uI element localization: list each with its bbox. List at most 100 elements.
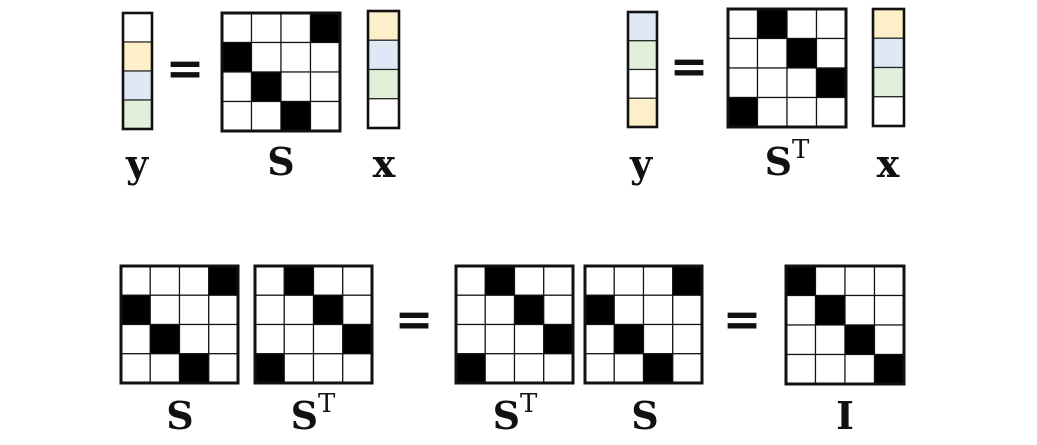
matrix-s-bottom-2-cell [672, 353, 703, 384]
matrix-s-bottom-2-cell [584, 294, 615, 326]
label-st-bottom-2-superscript: T [520, 389, 538, 419]
equals-sign-row1-left: = [166, 41, 205, 95]
matrix-s-bottom-2-cell [613, 265, 645, 296]
matrix-st-bottom-1-cell [312, 323, 344, 355]
matrix-st-top-cell [756, 37, 788, 69]
label-st-top-superscript: T [792, 135, 810, 165]
matrix-st-bottom-2-cell [484, 323, 516, 355]
vector-y-left-cell [122, 41, 153, 72]
matrix-s-top-cell [280, 41, 312, 73]
matrix-identity-cell [873, 324, 905, 356]
matrix-st-top-cell [786, 8, 818, 40]
matrix-s-top-cell [250, 100, 282, 132]
matrix-st-bottom-2-cell [513, 265, 545, 296]
matrix-st-top-cell [727, 8, 759, 40]
matrix-st-top-cell [815, 96, 847, 128]
matrix-s-bottom-1-cell [208, 294, 239, 326]
matrix-s-bottom-1-cell [149, 294, 181, 326]
matrix-st-bottom-1-cell [254, 323, 285, 355]
matrix-s-bottom-1-cell [120, 323, 151, 355]
matrix-s-bottom-1-cell [120, 294, 151, 326]
matrix-st-bottom-1-cell [342, 294, 373, 326]
vector-y-right-cell [627, 11, 658, 42]
label-st-bottom-1-superscript: T [318, 389, 336, 419]
matrix-s-top-cell [280, 12, 312, 44]
matrix-st-bottom-2-cell [484, 294, 516, 326]
matrix-identity-cell [844, 294, 876, 326]
matrix-st-bottom-1-cell [254, 294, 285, 326]
matrix-identity-cell [814, 324, 846, 356]
matrix-s-bottom-1-cell [178, 265, 210, 296]
matrix-st-bottom-2-cell [455, 265, 486, 296]
matrix-s-bottom-2-cell [672, 294, 703, 326]
matrix-s-bottom-2-cell [642, 265, 674, 296]
matrix-s-bottom-2-cell [613, 353, 645, 384]
matrix-st-bottom-1-cell [283, 265, 315, 296]
vector-y-left-cell [122, 99, 153, 130]
matrix-st-top-border [726, 7, 848, 129]
matrix-st-bottom-1 [253, 264, 374, 385]
matrix-s-bottom-2 [583, 264, 704, 385]
matrix-st-bottom-1-cell [312, 353, 344, 384]
matrix-identity [784, 264, 906, 386]
matrix-st-bottom-1-cell [254, 265, 285, 296]
matrix-st-bottom-2-cell [543, 353, 574, 384]
equals-sign-row2-second: = [723, 292, 762, 346]
matrix-s-bottom-2-cell [613, 323, 645, 355]
vector-y-right-cell [627, 68, 658, 99]
matrix-identity-cell [814, 294, 846, 326]
matrix-st-bottom-2-cell [455, 353, 486, 384]
label-s-bottom-2: S [631, 393, 658, 438]
vector-x-left [366, 9, 401, 130]
matrix-s-top-cell [309, 41, 341, 73]
label-x-right: x [877, 141, 900, 186]
matrix-st-top-cell [815, 37, 847, 69]
matrix-s-bottom-1-cell [149, 323, 181, 355]
matrix-s-bottom-1-cell [149, 353, 181, 384]
matrix-st-bottom-1-cell [312, 265, 344, 296]
matrix-st-bottom-2-cell [484, 265, 516, 296]
matrix-s-top [220, 11, 342, 133]
matrix-identity-cell [785, 294, 817, 326]
matrix-identity-border [784, 264, 906, 386]
matrix-st-bottom-1-cell [342, 265, 373, 296]
label-y-right: y [629, 141, 653, 186]
vector-x-left-cell [367, 10, 400, 41]
matrix-st-bottom-2-cell [484, 353, 516, 384]
label-st-bottom-1: ST [291, 389, 336, 438]
label-st-bottom-2: ST [493, 389, 538, 438]
matrix-st-bottom-2-cell [513, 353, 545, 384]
matrix-st-bottom-2-cell [455, 323, 486, 355]
matrix-st-bottom-1-cell [283, 353, 315, 384]
matrix-s-top-cell [221, 100, 253, 132]
matrix-st-bottom-2-border [454, 264, 575, 385]
matrix-s-bottom-1-cell [178, 353, 210, 384]
vector-y-left-cell [122, 12, 153, 43]
matrix-st-bottom-1-cell [283, 294, 315, 326]
matrix-s-bottom-2-cell [584, 265, 615, 296]
matrix-st-top-cell [815, 67, 847, 99]
vector-x-right-cell [872, 96, 905, 127]
matrix-s-top-cell [250, 41, 282, 73]
matrix-s-bottom-1-cell [208, 265, 239, 296]
matrix-st-top-cell [815, 8, 847, 40]
matrix-s-bottom-1-cell [208, 353, 239, 384]
matrix-s-top-cell [221, 12, 253, 44]
vector-y-right [626, 10, 659, 129]
matrix-identity-cell [785, 265, 817, 297]
vector-x-left-cell [367, 39, 400, 71]
matrix-s-bottom-1-cell [178, 323, 210, 355]
matrix-st-top [726, 7, 848, 129]
matrix-identity-cell [844, 353, 876, 385]
equals-sign-row2-first: = [395, 292, 434, 346]
matrix-identity-cell [873, 294, 905, 326]
vector-x-right-cell [872, 66, 905, 98]
matrix-s-top-cell [280, 71, 312, 103]
vector-x-left-border [366, 9, 401, 130]
matrix-identity-cell [785, 324, 817, 356]
matrix-s-bottom-2-cell [584, 323, 615, 355]
matrix-s-bottom-2-cell [642, 294, 674, 326]
label-s-bottom-1: S [166, 393, 193, 438]
